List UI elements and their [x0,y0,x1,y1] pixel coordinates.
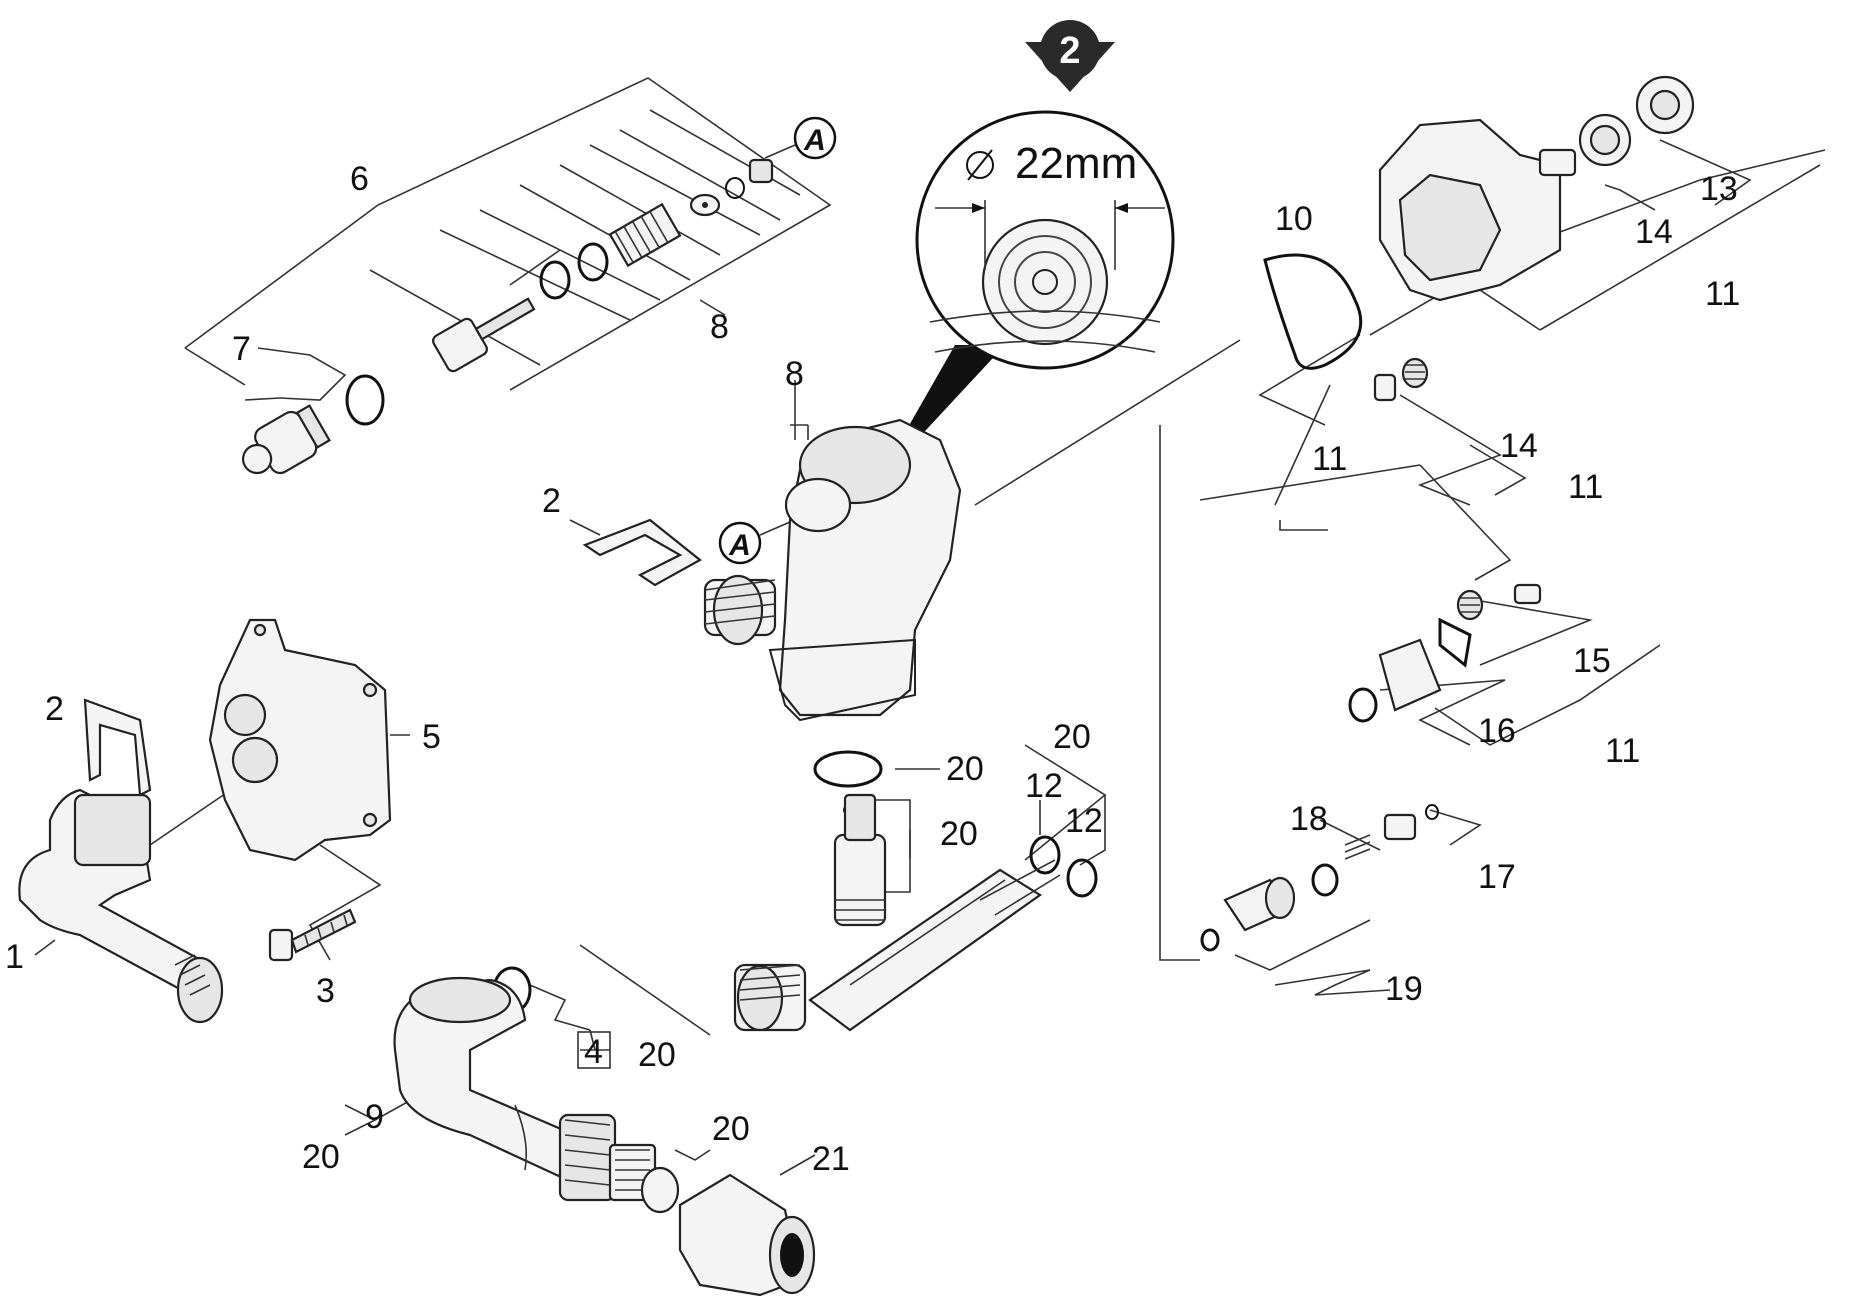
svg-text:A: A [728,529,751,562]
valve-parts-right [1348,357,1542,723]
label-11-seal: 11 [1312,440,1347,478]
label-15: 15 [1573,642,1611,680]
pump-housing-right [1378,75,1695,302]
label-4: 4 [584,1033,603,1071]
hose-elbow-part [393,976,617,1202]
valve-stack-parts [241,158,774,475]
label-20-valve: 20 [940,815,978,853]
label-3: 3 [316,972,335,1010]
view-marker-number: 2 [1059,30,1080,72]
part-labels: 6 7 8 8 2 2 5 1 3 20 20 20 12 12 4 20 9 … [5,160,1740,1178]
housing-part [208,618,392,862]
svg-text:A: A [803,124,826,157]
label-18: 18 [1290,800,1328,838]
label-20-filter: 20 [712,1110,750,1148]
screw-part [268,908,357,962]
label-12-a: 12 [1025,767,1063,805]
label-4-box [577,1031,611,1069]
label-6: 6 [350,160,369,198]
seal-part [1263,253,1363,370]
label-21: 21 [812,1140,850,1178]
label-10: 10 [1275,200,1313,238]
label-20-bypass: 20 [1053,718,1091,756]
label-20-oring: 20 [946,750,984,788]
label-12-b: 12 [1065,802,1103,840]
inlet-elbow-part [18,788,224,1024]
filter-connector-part [608,1143,816,1297]
label-2-center: 2 [542,482,561,520]
label-20-hose: 20 [638,1036,676,1074]
detail-callout: 22mm [875,110,1175,485]
label-11-low: 11 [1605,732,1640,770]
view-marker: 2 [1025,20,1115,92]
label-11-mid: 11 [1568,468,1603,506]
reference-mark-a-body: A [718,521,791,565]
label-14-mid: 14 [1500,427,1538,465]
label-2-left: 2 [45,690,64,728]
leader-lines [34,77,1826,1176]
label-5: 5 [422,718,441,756]
label-16: 16 [1478,712,1516,750]
check-valve-parts [1200,804,1439,952]
label-7: 7 [232,330,251,368]
label-8-body: 8 [785,355,804,393]
dimension-label: 22mm [1015,139,1137,188]
reference-mark-a-top: A [764,116,837,160]
label-14-top: 14 [1635,213,1673,251]
bypass-tube-part [733,793,1061,1032]
label-11-top: 11 [1705,275,1740,313]
label-9: 9 [365,1098,384,1136]
pump-head-body [703,418,962,722]
label-1: 1 [5,938,24,976]
clip-part-left [83,698,152,797]
label-17: 17 [1478,858,1516,896]
label-8-top: 8 [710,308,729,346]
label-19: 19 [1385,970,1423,1008]
clip-part-center [582,518,702,587]
label-20-elbow: 20 [302,1138,340,1176]
label-13: 13 [1700,170,1738,208]
